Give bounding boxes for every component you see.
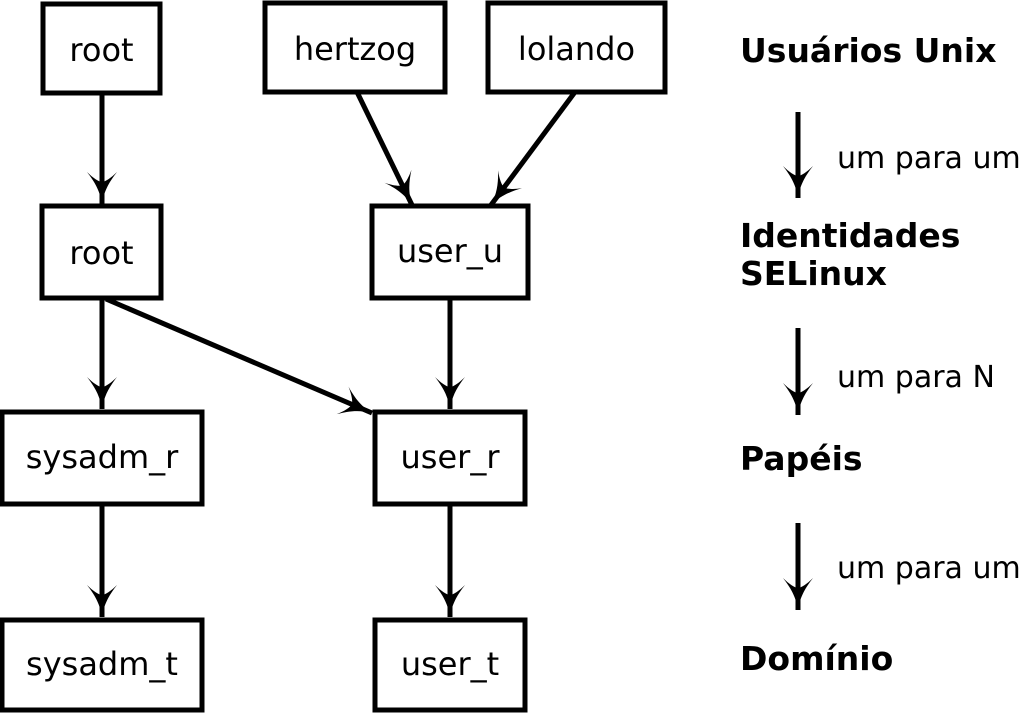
legend-identities-line2: SELinux: [740, 254, 887, 293]
arrow-hertzog-to-user-u: [354, 90, 415, 207]
node-label-user-r: user_r: [401, 438, 501, 476]
node-label-user-t: user_t: [401, 645, 499, 683]
arrow-identity-root-to-user-r: [105, 296, 373, 416]
legend-domain: Domínio: [740, 639, 893, 678]
node-box-user-u: [369, 203, 531, 301]
node-box-sysadm-t: [0, 617, 205, 713]
node-box-sysadm-r: [0, 409, 205, 507]
node-user-t: user_t: [372, 617, 528, 713]
node-label-sysadm-r: sysadm_r: [26, 438, 179, 476]
node-label-lolando: lolando: [518, 30, 635, 68]
node-hertzog: hertzog: [262, 0, 448, 95]
node-box-lolando: [485, 0, 668, 95]
node-label-sysadm-t: sysadm_t: [26, 645, 178, 683]
legend-unix-users: Usuários Unix: [740, 31, 996, 70]
node-box-hertzog: [262, 0, 448, 95]
legend-label-one-to-one-2: um para um: [837, 551, 1021, 586]
legend-label-one-to-n: um para N: [837, 360, 995, 395]
node-user-r: user_r: [372, 409, 528, 507]
node-label-hertzog: hertzog: [294, 30, 416, 68]
node-unix-root: root: [40, 1, 163, 96]
legend-label-one-to-one-1: um para um: [837, 141, 1021, 176]
node-label-unix-root: root: [69, 31, 133, 69]
node-sysadm-t: sysadm_t: [0, 617, 205, 713]
node-lolando: lolando: [485, 0, 668, 95]
node-box-user-r: [372, 409, 528, 507]
legend-roles: Papéis: [740, 439, 863, 478]
node-box-user-t: [372, 617, 528, 713]
node-identity-root: root: [39, 203, 164, 301]
node-box-unix-root: [40, 1, 163, 96]
arrow-lolando-to-user-u: [488, 90, 578, 207]
legend: Usuários Unix um para um Identidades SEL…: [740, 31, 1021, 678]
legend-identities-line1: Identidades: [740, 216, 960, 255]
node-user-u: user_u: [369, 203, 531, 301]
node-sysadm-r: sysadm_r: [0, 409, 205, 507]
node-label-identity-root: root: [69, 234, 133, 272]
node-box-identity-root: [39, 203, 164, 301]
node-label-user-u: user_u: [397, 232, 503, 270]
